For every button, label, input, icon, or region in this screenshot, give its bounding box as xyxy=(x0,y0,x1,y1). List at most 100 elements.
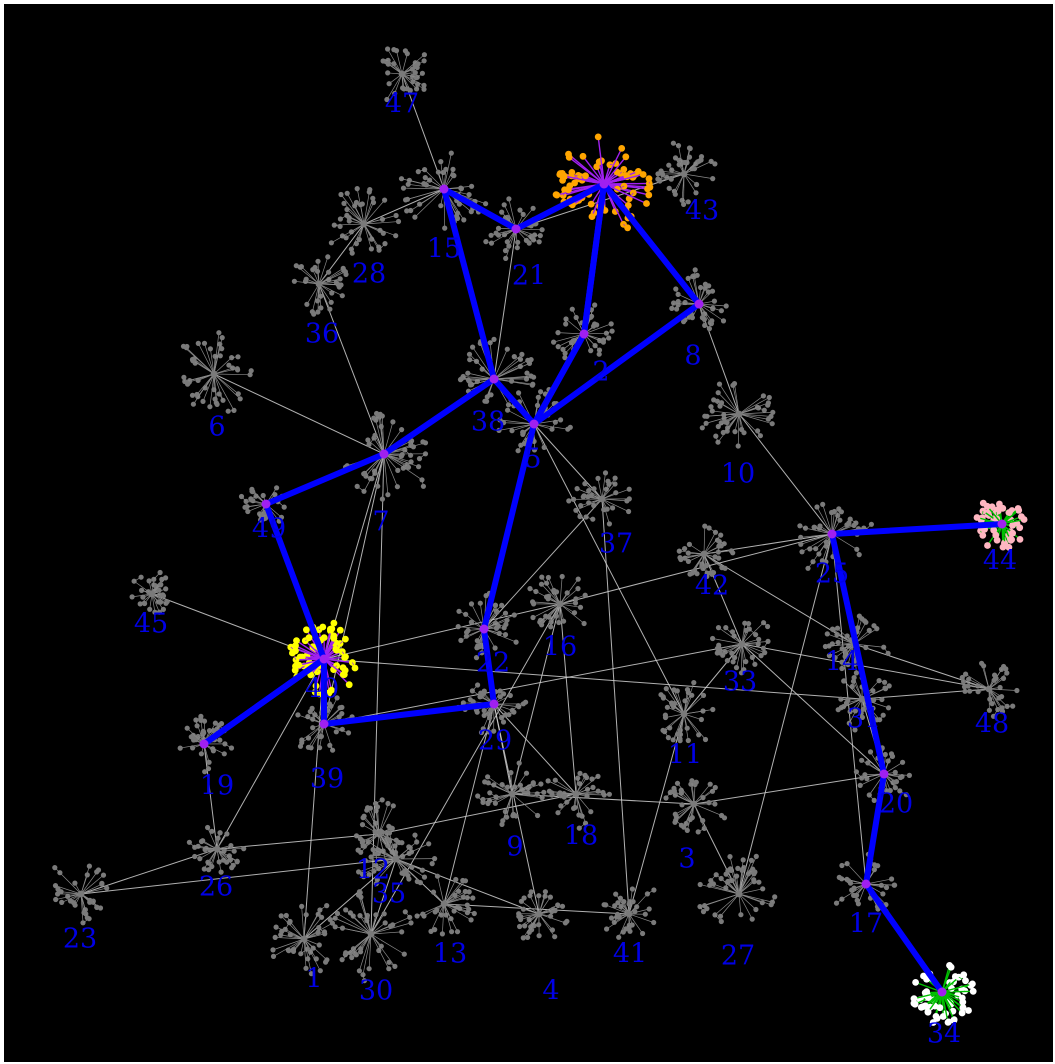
cluster-edge xyxy=(491,228,517,244)
graph-node xyxy=(500,818,506,824)
graph-node xyxy=(710,706,716,713)
graph-node xyxy=(646,906,652,912)
graph-node xyxy=(512,784,518,790)
graph-node xyxy=(372,829,378,835)
graph-node xyxy=(500,719,507,725)
graph-node xyxy=(707,781,713,787)
graph-node xyxy=(527,893,533,899)
cluster-edge xyxy=(394,73,403,94)
graph-node xyxy=(548,624,554,630)
inter-cluster-edge-30-35 xyxy=(370,858,397,935)
cluster-label-23: 23 xyxy=(63,924,97,955)
cluster-edge xyxy=(822,504,833,535)
cluster-edge xyxy=(741,622,764,645)
graph-node xyxy=(503,255,509,261)
graph-node xyxy=(104,885,110,891)
graph-node xyxy=(360,972,366,978)
cluster-label-22: 22 xyxy=(476,648,510,679)
graph-node xyxy=(206,867,212,873)
graph-node xyxy=(851,661,857,667)
cluster-edge xyxy=(186,347,215,375)
graph-node xyxy=(622,153,630,161)
cluster-edge xyxy=(603,183,647,205)
graph-node xyxy=(386,966,392,972)
graph-node xyxy=(495,623,501,629)
cluster-edge xyxy=(736,643,743,668)
graph-node xyxy=(755,641,761,647)
cluster-label-28: 28 xyxy=(352,259,386,290)
graph-node xyxy=(392,90,398,97)
graph-node xyxy=(339,925,346,931)
cluster-edge xyxy=(303,938,312,974)
cluster-edge xyxy=(511,791,544,795)
graph-node xyxy=(509,428,515,434)
cluster-edge xyxy=(318,267,344,285)
cluster-edge xyxy=(683,682,695,715)
graph-node xyxy=(206,759,212,765)
cluster-edge xyxy=(401,73,425,86)
cluster-edge xyxy=(738,873,755,895)
graph-node xyxy=(753,632,759,638)
cluster-edge xyxy=(941,991,955,1021)
path-node-38 xyxy=(489,374,499,384)
graph-node xyxy=(405,181,411,187)
graph-node xyxy=(375,483,381,489)
graph-node xyxy=(573,596,579,602)
cluster-edge xyxy=(505,228,517,259)
graph-node xyxy=(523,770,530,776)
cluster-edge xyxy=(550,603,561,627)
graph-node xyxy=(689,315,696,321)
cluster-edge xyxy=(363,189,371,225)
cluster-edge xyxy=(698,303,727,307)
graph-node xyxy=(538,581,545,587)
graph-node xyxy=(483,201,489,207)
graph-node xyxy=(687,145,693,152)
graph-node xyxy=(342,269,348,275)
graph-node xyxy=(366,872,372,878)
graph-node xyxy=(536,933,542,939)
graph-node xyxy=(270,953,277,960)
graph-node xyxy=(567,424,573,430)
graph-node xyxy=(549,790,555,796)
cluster-edge xyxy=(508,198,517,230)
cluster-edge xyxy=(493,349,508,380)
graph-node xyxy=(712,784,718,791)
cluster-edge xyxy=(443,880,466,905)
graph-node xyxy=(663,795,669,801)
graph-node xyxy=(303,626,310,634)
graph-node xyxy=(959,1004,967,1012)
graph-node xyxy=(715,439,721,445)
cluster-edge xyxy=(575,790,599,795)
graph-node xyxy=(981,663,987,669)
graph-node xyxy=(533,588,539,595)
graph-node xyxy=(595,475,601,481)
graph-node xyxy=(883,884,890,891)
graph-node xyxy=(412,214,418,220)
graph-node xyxy=(718,308,725,314)
path-edge-25-20 xyxy=(829,531,887,777)
cluster-edge xyxy=(463,376,495,380)
cluster-label-25: 25 xyxy=(815,559,849,590)
cluster-edge xyxy=(683,709,713,715)
graph-node xyxy=(627,928,633,934)
graph-node xyxy=(534,791,540,797)
graph-node xyxy=(278,514,285,520)
cluster-edge xyxy=(511,783,541,795)
inter-cluster-edge-41-37 xyxy=(601,498,630,915)
graph-node xyxy=(465,370,471,376)
graph-node xyxy=(879,696,885,703)
cluster-edge xyxy=(674,790,695,805)
cluster-42 xyxy=(676,523,736,580)
graph-node xyxy=(336,626,344,634)
graph-node xyxy=(634,168,642,175)
graph-node xyxy=(772,894,778,900)
graph-node xyxy=(316,942,322,948)
graph-node xyxy=(574,486,580,492)
graph-node xyxy=(451,908,457,914)
graph-node xyxy=(613,490,619,496)
cluster-edge xyxy=(683,173,697,193)
cluster-edge xyxy=(363,453,385,492)
graph-node xyxy=(361,978,367,984)
cluster-edge xyxy=(381,416,385,455)
graph-node xyxy=(594,133,602,141)
